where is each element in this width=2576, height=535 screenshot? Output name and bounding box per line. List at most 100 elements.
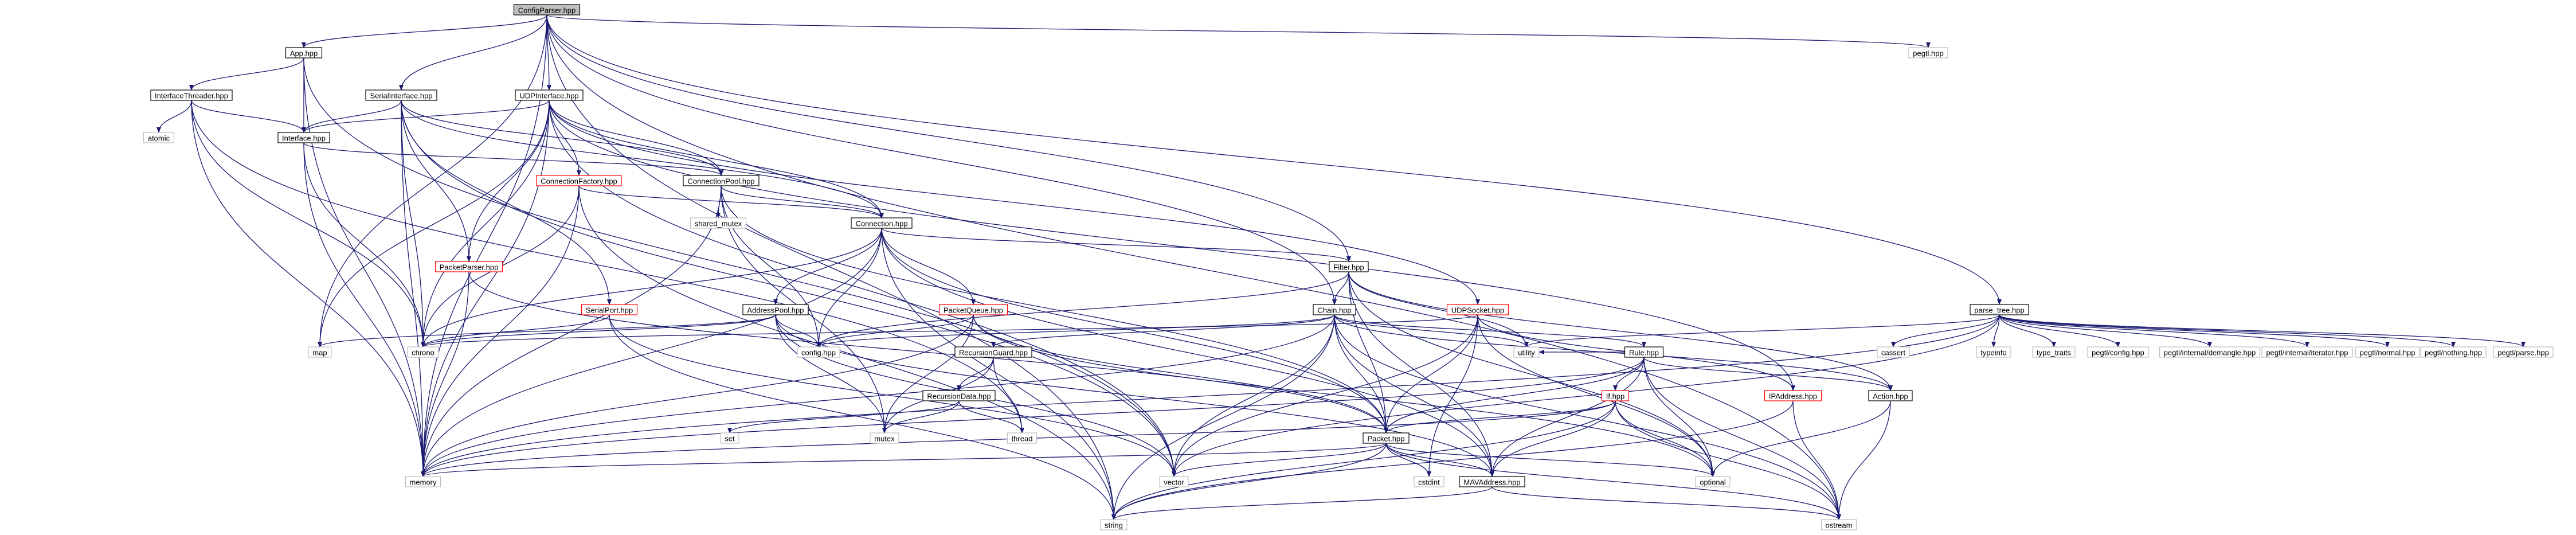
- node-box: [870, 432, 899, 444]
- edge-serialport-to-vector: [609, 314, 1176, 477]
- node-label: thread: [1012, 435, 1033, 443]
- edge-packet-to-macaddress: [1385, 443, 1494, 477]
- node-box: [2493, 346, 2554, 358]
- node-label: vector: [1164, 478, 1184, 487]
- node-pegtl: pegtl.hpp: [1908, 47, 1948, 58]
- node-box: [720, 432, 739, 444]
- edge-packetqueue-to-packet: [973, 314, 1388, 434]
- edge-parse_tree-to-cassert: [1891, 314, 2000, 347]
- edge-serialinterface-to-connectionpool: [401, 100, 723, 176]
- edge-connection-to-filter: [881, 228, 1351, 262]
- edge-interfacethreader-to-memory: [191, 100, 425, 477]
- edge-filter-to-optional: [1348, 271, 1715, 477]
- node-chain[interactable]: Chain.hpp: [1313, 304, 1356, 315]
- node-packet[interactable]: Packet.hpp: [1363, 432, 1410, 444]
- edge-connectionpool-to-packet: [721, 185, 1388, 434]
- edge-udpsocket-to-cstdint: [1427, 314, 1478, 477]
- node-label: Interface.hpp: [282, 134, 326, 143]
- edge-connectionfactory-to-memory: [421, 185, 580, 477]
- node-label: pegtl/config.hpp: [2092, 349, 2144, 357]
- edge-parse_tree-to-memory: [421, 314, 2000, 477]
- edge-chain-to-rule: [1334, 314, 1646, 347]
- node-interface[interactable]: Interface.hpp: [277, 132, 330, 143]
- node-pegtl_parse: pegtl/parse.hpp: [2493, 346, 2554, 358]
- node-packetqueue[interactable]: PacketQueue.hpp: [938, 304, 1008, 315]
- node-box: [683, 175, 760, 186]
- node-box: [513, 4, 581, 15]
- node-box: [938, 304, 1008, 315]
- edge-udpinterface-to-connectionpool: [549, 100, 723, 176]
- edge-serialport-to-chrono: [421, 314, 610, 347]
- node-box: [1513, 346, 1540, 358]
- edge-udpsocket-to-chrono: [421, 314, 1478, 347]
- node-interfacethreader[interactable]: InterfaceThreader.hpp: [150, 89, 233, 101]
- node-label: Action.hpp: [1873, 392, 1908, 401]
- node-box: [1821, 519, 1857, 530]
- node-addresspool[interactable]: AddressPool.hpp: [742, 304, 809, 315]
- edge-rule-to-if: [1613, 357, 1645, 391]
- node-pegtl_normal: pegtl/normal.hpp: [2355, 346, 2420, 358]
- edge-ipaddress-to-ostream: [1792, 400, 1841, 520]
- node-filter[interactable]: Filter.hpp: [1329, 261, 1369, 272]
- node-connectionpool[interactable]: ConnectionPool.hpp: [683, 175, 760, 186]
- node-box: [434, 261, 503, 272]
- node-if[interactable]: If.hpp: [1601, 390, 1630, 401]
- node-serialinterface[interactable]: SerialInterface.hpp: [365, 89, 437, 101]
- node-label: config.hpp: [801, 349, 836, 357]
- node-pegtl_iterator: pegtl/internal/iterator.hpp: [2261, 346, 2353, 358]
- edge-udpsocket-to-packet: [1384, 314, 1478, 434]
- node-label: UDPInterface.hpp: [519, 92, 578, 100]
- node-recursionguard[interactable]: RecursionGuard.hpp: [954, 346, 1032, 358]
- node-udpinterface[interactable]: UDPInterface.hpp: [515, 89, 584, 101]
- node-label: MAVAddress.hpp: [1463, 478, 1520, 487]
- edge-packet-to-vector: [1172, 443, 1387, 477]
- edge-serialinterface-to-interface: [302, 100, 402, 133]
- node-box: [1976, 346, 2011, 358]
- edge-parse_tree-to-pegtl_iterator: [1999, 314, 2309, 347]
- node-label: cstdint: [1418, 478, 1440, 487]
- node-box: [365, 89, 437, 101]
- node-box: [1313, 304, 1356, 315]
- edge-interfacethreader-to-chrono: [191, 100, 425, 347]
- node-cassert: cassert: [1877, 346, 1910, 358]
- node-action[interactable]: Action.hpp: [1868, 390, 1913, 401]
- node-label: chrono: [412, 349, 434, 357]
- node-rule[interactable]: Rule.hpp: [1624, 346, 1664, 358]
- node-configparser[interactable]: ConfigParser.hpp: [513, 4, 581, 15]
- node-memory: memory: [405, 476, 441, 487]
- node-label: ConnectionPool.hpp: [687, 177, 754, 186]
- node-label: UDPSocket.hpp: [1451, 306, 1505, 315]
- edge-udpinterface-to-ipaddress: [549, 100, 1795, 391]
- node-parse_tree[interactable]: parse_tree.hpp: [1970, 304, 2029, 315]
- node-macaddress[interactable]: MAVAddress.hpp: [1459, 476, 1525, 487]
- edge-chain-to-string: [1111, 314, 1335, 520]
- node-confighpp: config.hpp: [797, 346, 840, 358]
- node-pegtl_nothing: pegtl/nothing.hpp: [2420, 346, 2487, 358]
- node-ipaddress[interactable]: IPAddress.hpp: [1764, 390, 1822, 401]
- node-box: [1970, 304, 2029, 315]
- node-box: [2420, 346, 2487, 358]
- edge-parse_tree-to-typeinfo: [1991, 314, 2000, 347]
- edge-packetqueue-to-memory: [421, 314, 974, 477]
- node-serialport[interactable]: SerialPort.hpp: [581, 304, 638, 315]
- node-label: pegtl/internal/iterator.hpp: [2266, 349, 2348, 357]
- node-recursiondata[interactable]: RecursionData.hpp: [922, 390, 996, 401]
- node-connection[interactable]: Connection.hpp: [851, 217, 913, 229]
- edge-macaddress-to-ostream: [1491, 486, 1841, 520]
- edge-packetparser-to-memory: [421, 271, 469, 477]
- edge-packet-to-cstdint: [1385, 443, 1431, 477]
- edge-connection-to-packetqueue: [881, 228, 976, 305]
- edge-configparser-to-filter: [546, 14, 1351, 262]
- node-app[interactable]: App.hpp: [285, 47, 323, 58]
- node-label: ostream: [1826, 521, 1853, 530]
- node-label: App.hpp: [290, 49, 318, 58]
- edge-packetqueue-to-optional: [973, 314, 1715, 477]
- edge-recursionguard-to-thread: [993, 357, 1024, 434]
- node-packetparser[interactable]: PacketParser.hpp: [434, 261, 503, 272]
- node-pegtl_config: pegtl/config.hpp: [2087, 346, 2149, 358]
- edge-addresspool-to-chrono: [421, 314, 776, 347]
- edge-serialinterface-to-vector: [401, 100, 1176, 477]
- node-udpsocket[interactable]: UDPSocket.hpp: [1446, 304, 1509, 315]
- node-connectionfactory[interactable]: ConnectionFactory.hpp: [536, 175, 622, 186]
